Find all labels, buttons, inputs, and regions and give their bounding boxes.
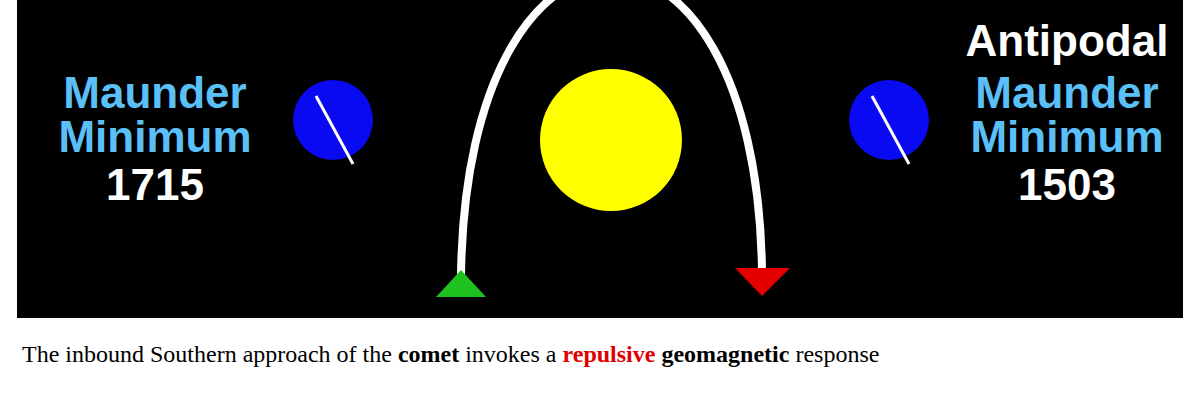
- inbound-marker: [436, 270, 486, 297]
- outbound-marker: [735, 268, 790, 296]
- period-label: Maunder Minimum: [947, 71, 1187, 159]
- period-label: Maunder Minimum: [25, 71, 285, 159]
- body-text: The inbound Southern approach of thecome…: [22, 340, 885, 368]
- earth-axis: [872, 96, 909, 164]
- sun: [540, 69, 682, 211]
- body-text-run: invokes a: [465, 341, 556, 367]
- body-text-run: The inbound Southern approach of the: [22, 341, 392, 367]
- body-text-run: repulsive: [563, 341, 656, 367]
- body-text-run: response: [795, 341, 879, 367]
- earth-axis: [316, 96, 353, 164]
- year-label: 1503: [947, 163, 1187, 207]
- year-label: 1715: [25, 163, 285, 207]
- body-text-run: comet: [398, 341, 459, 367]
- period-label: Antipodal: [947, 19, 1187, 63]
- earth: [849, 80, 929, 160]
- earth: [293, 80, 373, 160]
- comet-path: [461, 0, 762, 276]
- body-text-run: geomagnetic: [661, 341, 789, 367]
